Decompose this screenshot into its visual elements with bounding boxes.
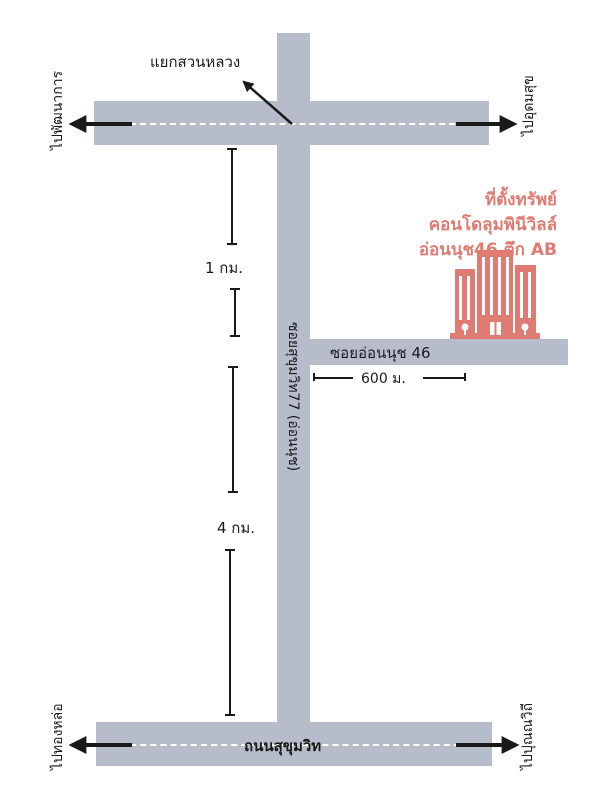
dist-4km-lower	[229, 549, 231, 715]
junction-label: แยกสวนหลวง	[150, 53, 241, 71]
side-soi-road	[310, 339, 568, 365]
dist-1km-lower-cap-bottom	[230, 335, 240, 337]
dist-4km-upper	[232, 366, 234, 492]
dist-4km-upper-cap-bottom	[228, 491, 238, 493]
property-name: คอนโดลุมพินีวิลล์	[428, 215, 557, 235]
property-title: ที่ตั้งทรัพย์	[484, 190, 557, 210]
dist-1km-lower-cap-top	[230, 288, 240, 290]
dist-600m-right-cap	[464, 373, 466, 381]
dist-1km-upper-cap-bottom	[227, 243, 237, 245]
dist-1km-lower	[234, 288, 236, 336]
main-road-label: ถนนสุขุมวิท	[244, 737, 322, 755]
to-punnawithi-label: ไปปุณณวิถี	[520, 702, 536, 770]
building-icon	[450, 250, 540, 339]
vertical-road	[277, 33, 310, 743]
dist-600m-left-cap	[313, 373, 315, 381]
soi-road-label: ซอยสุขุมวิท77 (อ่อนนุช)	[285, 322, 301, 472]
dist-1km-upper	[231, 148, 233, 244]
dist-1km-label: 1 กม.	[205, 259, 244, 277]
bottom-road-centerline	[120, 744, 470, 746]
dist-600m-left-line	[313, 377, 353, 379]
top-road-centerline	[120, 123, 465, 125]
to-udomsuk-label: ไปอุดมสุข	[521, 75, 537, 136]
to-phatthanakan-label: ไปพัฒนาการ	[50, 70, 66, 150]
junction-pointer-arrow	[242, 80, 293, 125]
dist-4km-lower-cap-bottom	[225, 714, 235, 716]
dist-4km-upper-cap-top	[228, 366, 238, 368]
dist-600m-right-line	[423, 377, 465, 379]
to-thonglor-label: ไปทองหล่อ	[50, 703, 66, 770]
dist-600m-label: 600 ม.	[361, 371, 406, 387]
dist-1km-upper-cap-top	[227, 148, 237, 150]
side-soi-label: ซอยอ่อนนุช 46	[330, 344, 431, 362]
dist-4km-lower-cap-top	[225, 549, 235, 551]
dist-4km-label: 4 กม.	[217, 519, 256, 537]
